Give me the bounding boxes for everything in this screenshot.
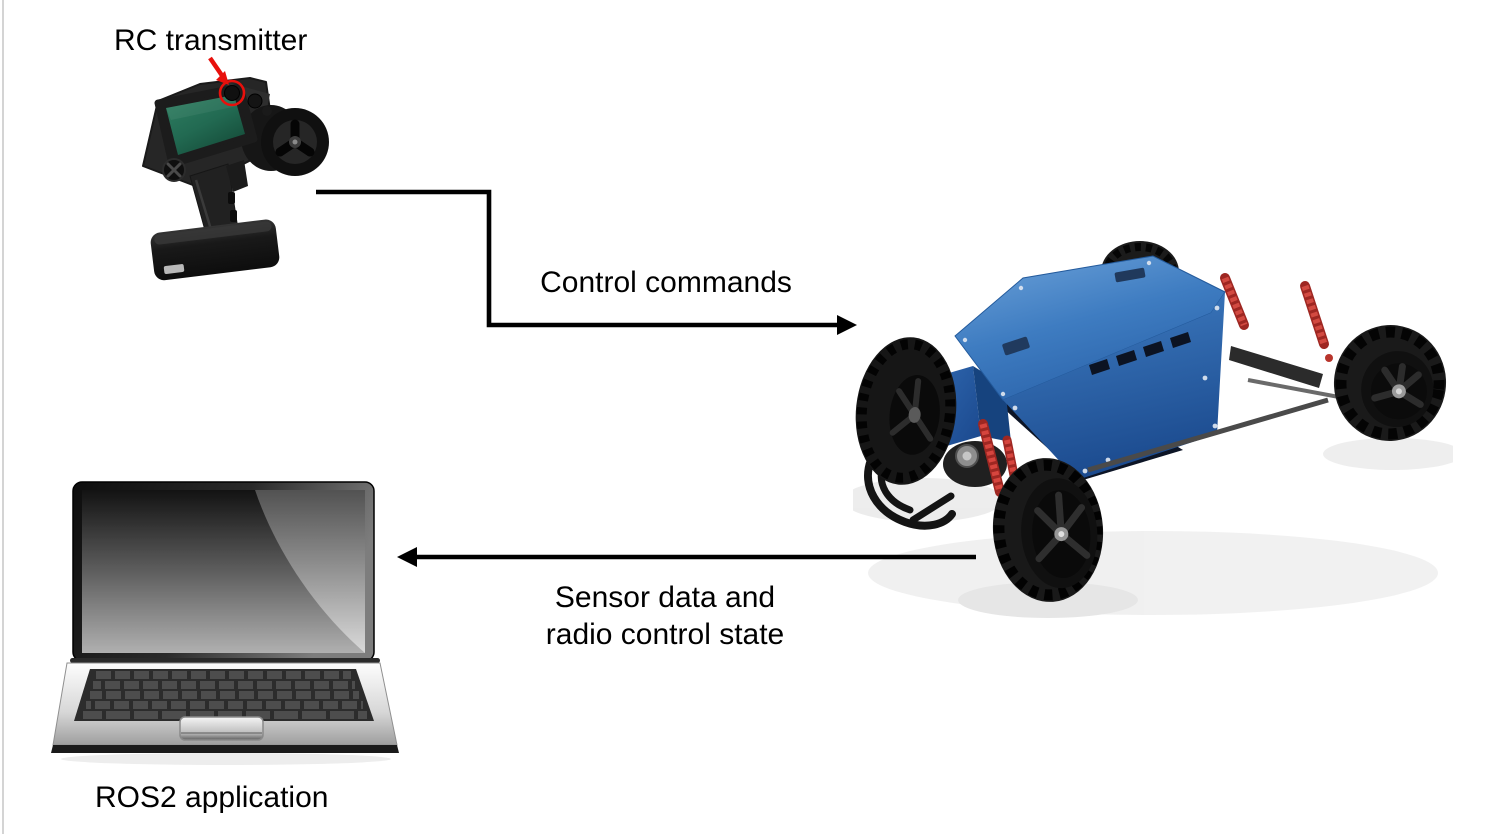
page-left-edge (2, 0, 4, 834)
annotation-arrow-icon (208, 56, 246, 107)
car-chassis (925, 255, 1226, 480)
sensor-arrow-label: Sensor data and radio control state (546, 579, 784, 653)
laptop-screen (72, 481, 375, 662)
laptop-illustration (51, 481, 399, 765)
car-wheel-rear-right (1101, 241, 1179, 303)
transmitter-screen (154, 83, 258, 168)
sensor-arrow-label-line1: Sensor data and (554, 581, 776, 614)
control-arrow-label: Control commands (540, 266, 792, 299)
transmitter-x-button (162, 158, 186, 182)
rc-transmitter-illustration (142, 56, 329, 281)
car-wheel-front-left (992, 458, 1104, 602)
car-shock-rear-right (1220, 273, 1249, 330)
laptop-trackpad (179, 716, 264, 741)
transmitter-body (142, 77, 280, 281)
sensor-arrow (397, 547, 976, 567)
car-wheel-rear-left (855, 337, 957, 485)
sensor-arrow-label-line2: radio control state (545, 618, 785, 651)
laptop-keyboard-deck (51, 662, 399, 753)
car-shadow (853, 438, 1453, 618)
laptop-label: ROS2 application (95, 781, 329, 814)
car-suspension-left (864, 397, 1329, 530)
transmitter-knobs (224, 85, 272, 116)
transmitter-steering-wheel (241, 105, 329, 176)
car-suspension-right (1229, 281, 1356, 402)
laptop-hinge (70, 658, 380, 663)
rc-car-illustration (853, 241, 1453, 618)
car-wheel-front-right (1333, 325, 1447, 441)
transmitter-label: RC transmitter (114, 24, 308, 57)
laptop-shadow (61, 753, 391, 765)
